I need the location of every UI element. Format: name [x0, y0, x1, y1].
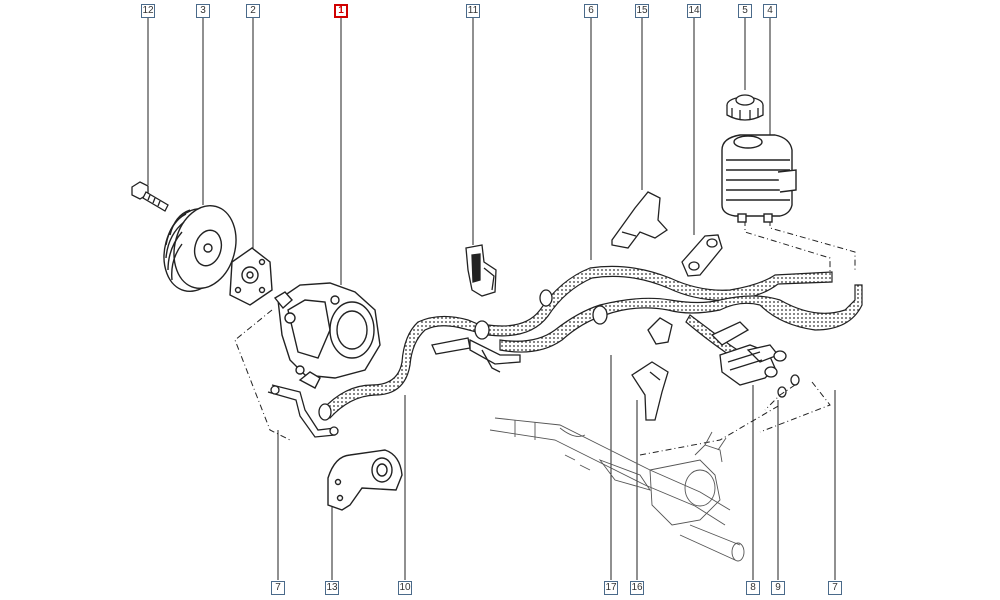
pipe-clip-part[interactable] [681, 234, 723, 277]
pulley-part[interactable] [155, 199, 245, 299]
callout-1-selected[interactable]: 1 [334, 4, 348, 18]
callout-5[interactable]: 5 [738, 4, 752, 18]
return-hose-part[interactable] [487, 265, 833, 337]
reservoir-cap-part[interactable] [726, 94, 764, 121]
callout-15[interactable]: 15 [635, 4, 649, 18]
union-fitting-part[interactable] [710, 321, 787, 386]
pipe-clamp-left-part[interactable] [267, 384, 339, 438]
callout-3[interactable]: 3 [196, 4, 210, 18]
hose-fittings[interactable] [318, 289, 608, 421]
callout-8[interactable]: 8 [746, 581, 760, 595]
power-steering-pump-part[interactable] [273, 282, 381, 389]
callout-14[interactable]: 14 [687, 4, 701, 18]
hoses[interactable] [321, 265, 863, 419]
reservoir-part[interactable] [721, 134, 797, 223]
callout-12[interactable]: 12 [141, 4, 155, 18]
assembly-lines [234, 220, 856, 456]
mounting-bracket-part[interactable] [327, 449, 403, 511]
callout-4[interactable]: 4 [763, 4, 777, 18]
bolt-part[interactable] [131, 181, 169, 212]
rack-clip-part[interactable] [631, 317, 673, 421]
callout-17[interactable]: 17 [604, 581, 618, 595]
callout-7-right[interactable]: 7 [828, 581, 842, 595]
callout-13[interactable]: 13 [325, 581, 339, 595]
callout-2[interactable]: 2 [246, 4, 260, 18]
callout-10[interactable]: 10 [398, 581, 412, 595]
pulley-hub-part[interactable] [229, 247, 273, 306]
hose-clip-part[interactable] [465, 244, 497, 297]
callout-16[interactable]: 16 [630, 581, 644, 595]
callout-7-left[interactable]: 7 [271, 581, 285, 595]
callout-11[interactable]: 11 [466, 4, 480, 18]
o-ring-part[interactable] [777, 374, 800, 398]
callout-6[interactable]: 6 [584, 4, 598, 18]
callout-9[interactable]: 9 [771, 581, 785, 595]
steering-rack-part[interactable] [489, 417, 745, 562]
bracket-part[interactable] [611, 191, 668, 249]
